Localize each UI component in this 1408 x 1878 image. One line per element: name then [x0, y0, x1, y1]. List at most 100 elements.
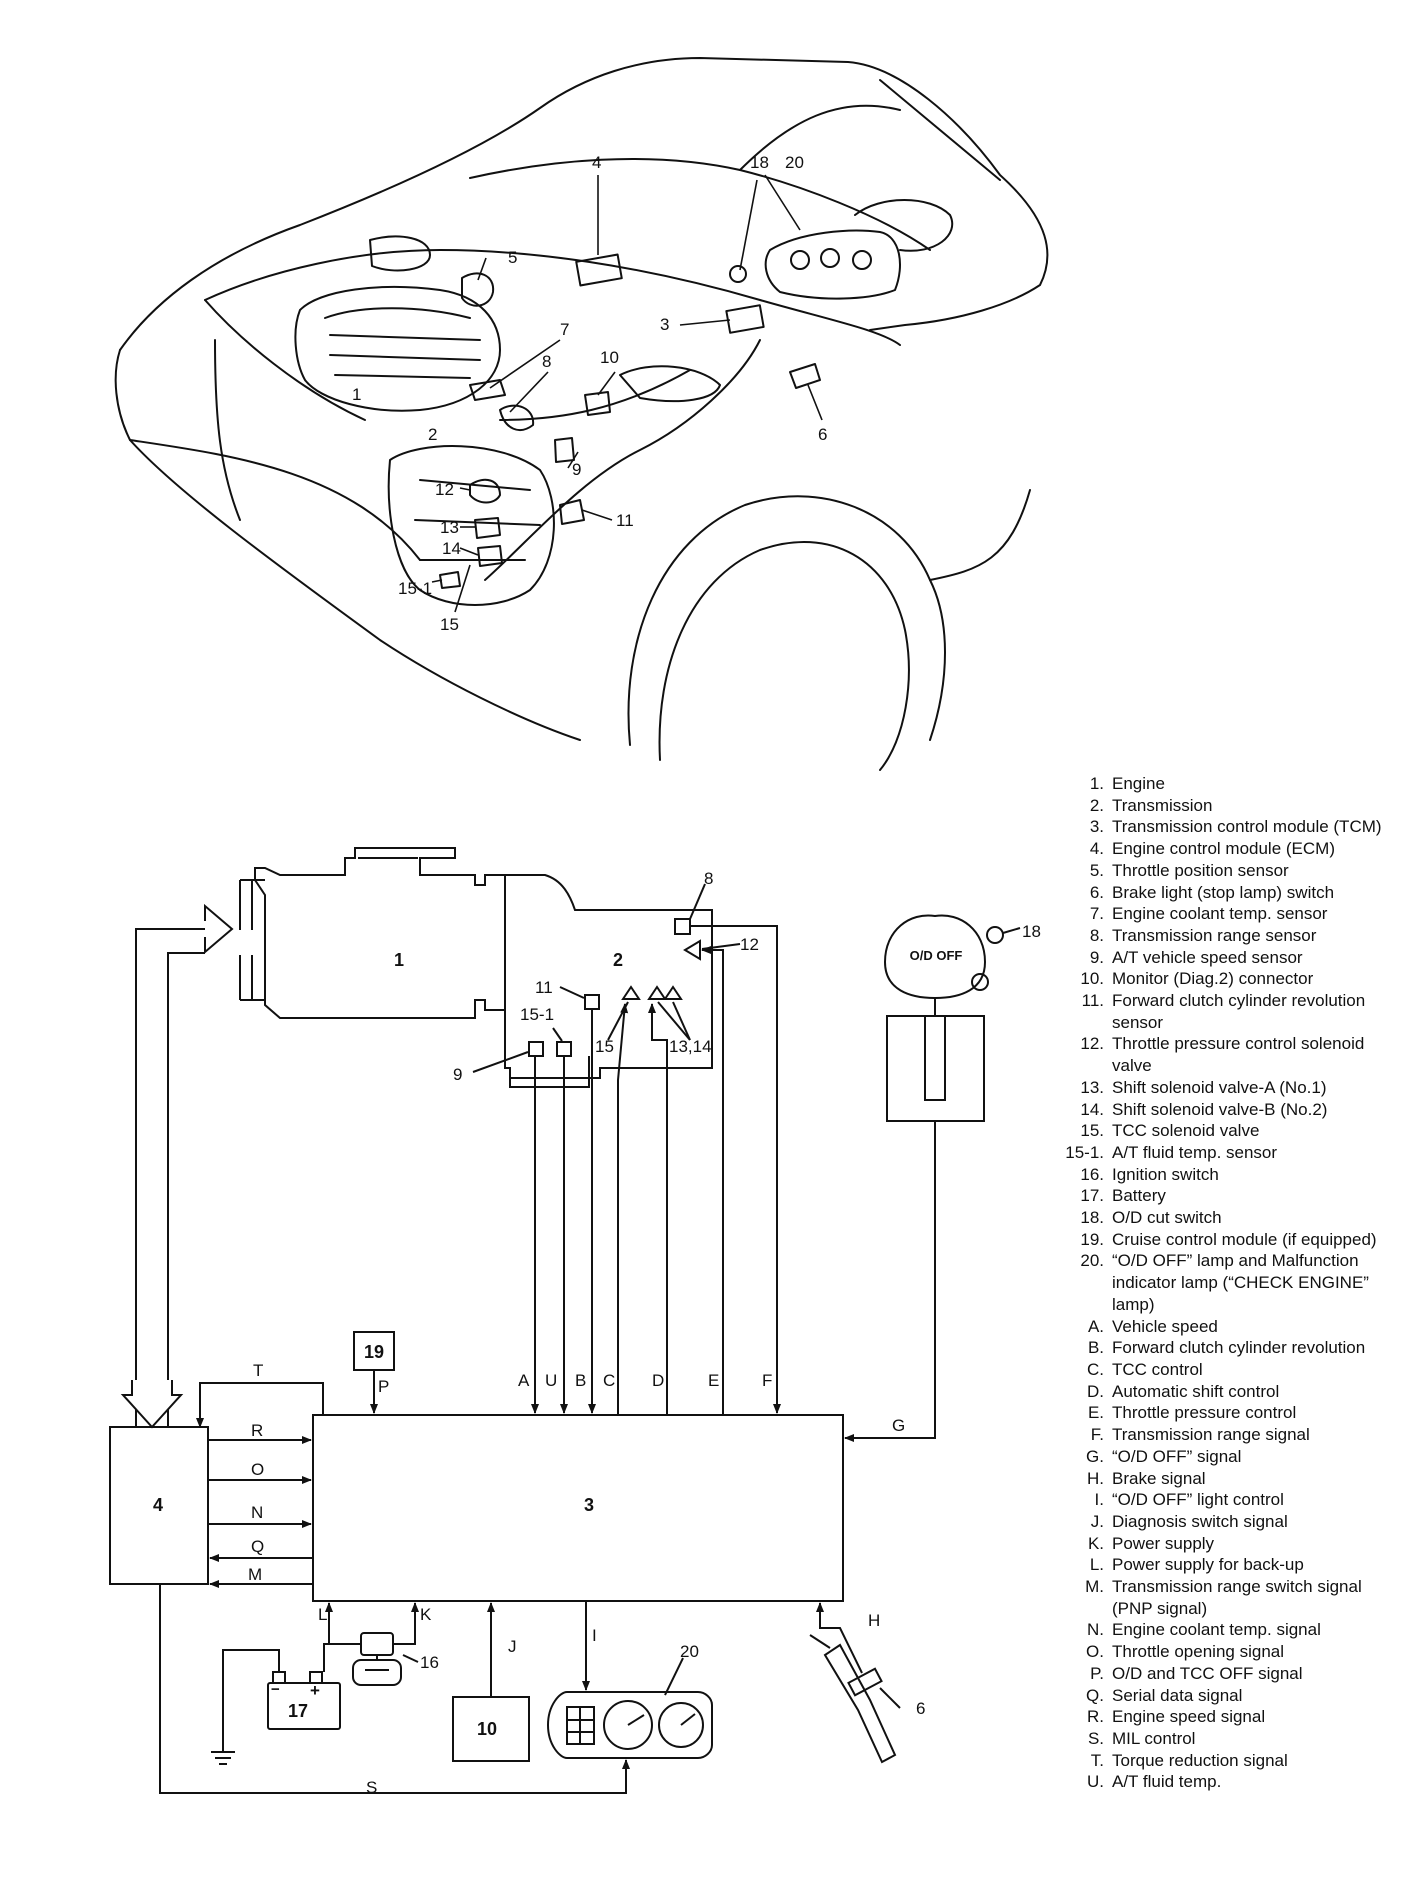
legend-text: O/D and TCC OFF signal — [1112, 1663, 1303, 1683]
legend-item: 11.Forward clutch cylinder revolution se… — [1050, 990, 1400, 1033]
wheel-arch — [627, 495, 946, 746]
callout-ignition-16: 16 — [420, 1653, 439, 1672]
transmission-sketch — [387, 445, 555, 606]
signal-A: A — [518, 1371, 530, 1390]
legend-text: Diagnosis switch signal — [1112, 1511, 1288, 1531]
callout-diag-10: 10 — [477, 1719, 497, 1739]
signal-R: R — [251, 1421, 263, 1440]
legend-item: 7.Engine coolant temp. sensor — [1050, 903, 1400, 925]
callout-10: 10 — [600, 348, 619, 367]
legend-key: 9. — [1089, 947, 1104, 967]
signal-O: O — [251, 1460, 264, 1479]
od-switch-sketch — [729, 265, 747, 283]
vehicle-speed-sensor — [528, 1041, 544, 1057]
legend-item: B.Forward clutch cylinder revolution — [1050, 1337, 1400, 1359]
signal-Q: Q — [251, 1537, 264, 1556]
signal-C: C — [603, 1371, 615, 1390]
windshield — [469, 158, 931, 251]
callout-speed-sensor-9: 9 — [453, 1065, 462, 1084]
signal-P: P — [378, 1377, 389, 1396]
legend-key: E. — [1087, 1403, 1104, 1423]
callout-1: 1 — [352, 385, 361, 404]
tps-sketch — [461, 272, 495, 307]
legend-key: 4. — [1089, 839, 1104, 859]
od-cut-switch — [986, 926, 1004, 944]
front-tire — [658, 541, 910, 771]
legend-text: Engine coolant temp. sensor — [1112, 904, 1328, 924]
signal-N: N — [251, 1503, 263, 1522]
legend-item: F.Transmission range signal — [1050, 1424, 1400, 1446]
legend-text: “O/D OFF” light control — [1112, 1490, 1284, 1510]
legend-item: 12.Throttle pressure control solenoid va… — [1050, 1033, 1400, 1076]
legend-item: 2.Transmission — [1050, 795, 1400, 817]
legend-key: S. — [1087, 1728, 1104, 1748]
signal-I: I — [592, 1626, 597, 1645]
signal-labels: T R O N Q M P A U B C D E F G H I J K L … — [248, 1361, 905, 1797]
hood-edge — [204, 249, 901, 346]
legend-key: 14. — [1080, 1099, 1104, 1119]
schematic-callouts: 1 2 8 12 11 15-1 9 15 13,14 18 19 4 3 10… — [153, 869, 1041, 1739]
legend-text: Transmission control module (TCM) — [1112, 817, 1382, 837]
legend-key: 11. — [1081, 991, 1104, 1011]
legend-text: Battery — [1112, 1186, 1166, 1206]
legend-key: R. — [1087, 1707, 1104, 1727]
legend-text: Throttle pressure control — [1112, 1403, 1297, 1423]
legend-item: 15. TCC solenoid valve — [1050, 1120, 1400, 1142]
legend-key: C. — [1087, 1359, 1104, 1379]
legend-item: 5.Throttle position sensor — [1050, 860, 1400, 882]
callout-brake-6: 6 — [916, 1699, 925, 1718]
legend-key: 19. — [1080, 1229, 1104, 1249]
legend-key: T. — [1090, 1750, 1104, 1770]
car-body-outline — [119, 57, 1049, 351]
legend-text: Shift solenoid valve-A (No.1) — [1112, 1077, 1327, 1097]
legend-key: Q. — [1086, 1685, 1104, 1705]
callout-18: 18 — [750, 153, 769, 172]
legend-key: L. — [1089, 1555, 1104, 1575]
legend-text: Brake light (stop lamp) switch — [1112, 882, 1335, 902]
legend-text: Ignition switch — [1112, 1164, 1219, 1184]
shift-solenoid-a — [647, 985, 667, 1000]
tcm-sketch — [725, 304, 765, 334]
ecm-big-arrow-down — [120, 1380, 184, 1429]
legend-text: Engine coolant temp. signal — [1112, 1620, 1321, 1640]
schematic — [109, 847, 1021, 1794]
signal-J: J — [508, 1637, 517, 1656]
legend-item: 10.Monitor (Diag.2) connector — [1050, 968, 1400, 990]
legend-text: Transmission range switch signal (PNP si… — [1112, 1577, 1362, 1618]
callout-11: 11 — [616, 511, 634, 530]
legend-text: Power supply — [1112, 1533, 1215, 1553]
tcc-solenoid — [621, 985, 641, 1000]
transmission-case — [504, 874, 713, 1079]
legend-item: 9.A/T vehicle speed sensor — [1050, 947, 1400, 969]
legend-item: T.Torque reduction signal — [1050, 1750, 1400, 1772]
car-leader-lines — [431, 174, 823, 613]
callout-7: 7 — [560, 320, 569, 339]
legend-item: L.Power supply for back-up — [1050, 1554, 1400, 1576]
legend-text: A/T fluid temp. — [1112, 1772, 1222, 1792]
legend-key: 3. — [1089, 817, 1104, 837]
battery-plus: + — [310, 1681, 320, 1700]
legend-item: C.TCC control — [1050, 1359, 1400, 1381]
legend-key: 2. — [1089, 795, 1104, 815]
battery — [267, 1682, 341, 1730]
legend-key: 17. — [1080, 1186, 1104, 1206]
callout-cluster-20: 20 — [680, 1642, 699, 1661]
callout-transmission-2: 2 — [613, 950, 623, 970]
legend-text: TCC solenoid valve — [1112, 1121, 1260, 1141]
legend-text: Shift solenoid valve-B (No.2) — [1112, 1099, 1328, 1119]
callout-20: 20 — [785, 153, 804, 172]
callout-15-1: 15-1 — [398, 579, 432, 598]
legend-text: Engine — [1112, 774, 1165, 793]
legend-item: 6.Brake light (stop lamp) switch — [1050, 882, 1400, 904]
signal-K: K — [420, 1605, 432, 1624]
callout-12: 12 — [435, 480, 454, 499]
legend-key: 15. — [1080, 1121, 1104, 1141]
brake-pedal — [823, 1643, 897, 1764]
legend-item: 15-1.A/T fluid temp. sensor — [1050, 1142, 1400, 1164]
callout-tcm-3: 3 — [584, 1495, 594, 1515]
callout-cruise-19: 19 — [364, 1342, 384, 1362]
callout-2: 2 — [428, 425, 437, 444]
legend-key: 13. — [1080, 1077, 1104, 1097]
callout-engine-1: 1 — [394, 950, 404, 970]
legend-key: A. — [1087, 1316, 1104, 1336]
